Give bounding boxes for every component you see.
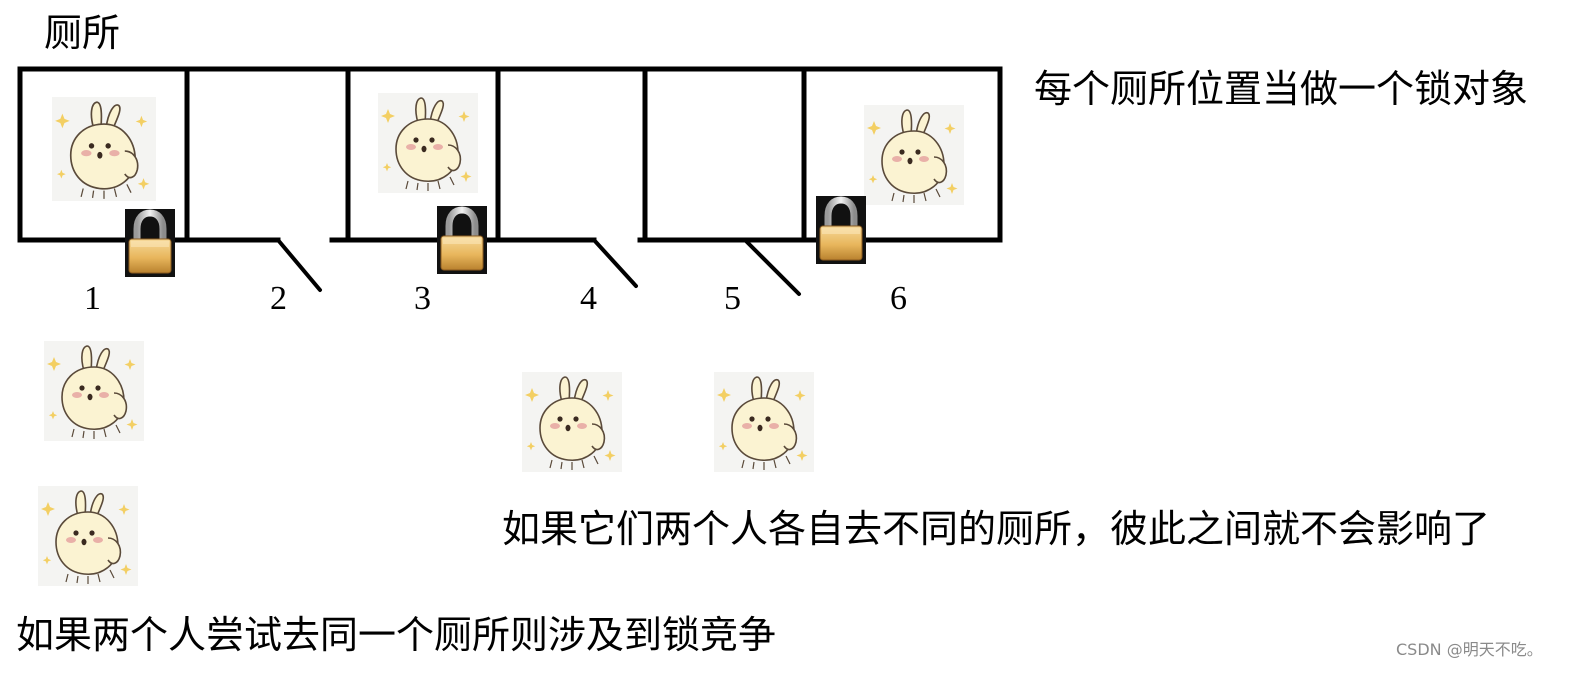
stall-number-4: 4 xyxy=(580,280,597,317)
stall-number-3: 3 xyxy=(414,280,431,317)
watermark: CSDN @明天不吃。 xyxy=(1396,640,1543,659)
stall-number-2: 2 xyxy=(270,280,287,317)
bunny-icon xyxy=(52,96,156,202)
annotation-lock-contention: 如果两个人尝试去同一个厕所则涉及到锁竞争 xyxy=(16,613,777,657)
open-door-2 xyxy=(276,238,322,292)
bunny-icon xyxy=(44,341,144,441)
open-doors xyxy=(276,238,801,296)
padlock-icon xyxy=(125,209,175,277)
bunny-icon xyxy=(378,92,478,194)
bunny-icon xyxy=(522,372,622,472)
open-door-5 xyxy=(743,238,801,296)
stall-number-1: 1 xyxy=(84,280,101,317)
bunny-icon xyxy=(864,104,964,206)
open-door-4 xyxy=(592,238,638,288)
stall-number-5: 5 xyxy=(724,280,741,317)
bunny-icon xyxy=(714,372,814,472)
padlock-icon xyxy=(816,196,866,264)
diagram-title: 厕所 xyxy=(44,11,121,55)
annotation-lock-object: 每个厕所位置当做一个锁对象 xyxy=(1034,67,1529,111)
padlock-icon xyxy=(437,206,487,274)
bunny-icon xyxy=(38,485,138,587)
annotation-different-stalls: 如果它们两个人各自去不同的厕所，彼此之间就不会影响了 xyxy=(502,507,1491,551)
stall-walls xyxy=(17,66,1003,243)
stall-number-6: 6 xyxy=(890,280,907,317)
